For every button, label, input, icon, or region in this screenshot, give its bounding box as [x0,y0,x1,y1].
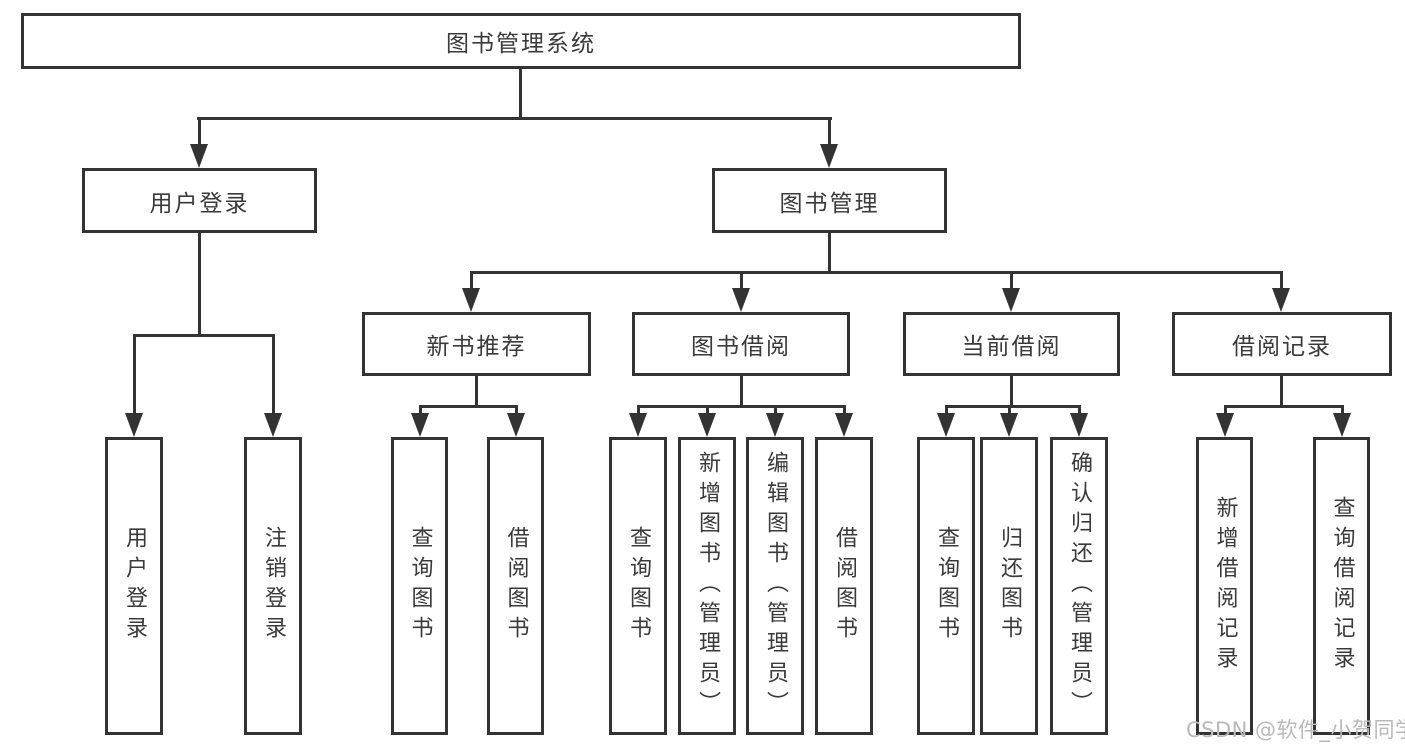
leaf-label: 归还图书 [997,526,1022,646]
node-user-login: 用户登录 [82,168,317,233]
leaf-borrow-books-borrowing: 借阅图书 [815,437,873,735]
node-new-book-recommend: 新书推荐 [362,312,591,376]
leaf-label: 查询借阅记录 [1329,496,1355,676]
node-borrowing-records: 借阅记录 [1172,312,1392,376]
connector-line [133,334,136,416]
connector-line [1010,271,1013,291]
connector-line [1280,271,1283,291]
connector-line [197,117,832,120]
leaf-label: 用户登录 [122,526,147,646]
leaf-label: 新增图书（管理员） [695,451,720,721]
connector-line [1010,375,1013,408]
connector-line [774,405,777,417]
leaf-label: 确认归还（管理员） [1067,451,1092,721]
connector-line [828,233,831,274]
node-root: 图书管理系统 [21,13,1021,69]
arrow-down-icon [835,413,853,437]
connector-line [637,405,640,417]
connector-line [419,405,517,408]
connector-line [1280,375,1283,408]
arrow-down-icon [462,288,480,312]
arrow-down-icon [264,413,282,437]
arrow-down-icon [1216,413,1234,437]
node-root-label: 图书管理系统 [446,31,596,57]
connector-line [1224,405,1343,408]
connector-line [945,405,948,417]
connector-line [1008,405,1011,417]
arrow-down-icon [629,413,647,437]
connector-line [740,271,743,291]
connector-line [519,68,522,120]
connector-line [706,405,709,417]
leaf-logout: 注销登录 [244,437,302,735]
arrow-down-icon [937,413,955,437]
leaf-add-books-admin: 新增图书（管理员） [678,437,736,735]
arrow-down-icon [1002,288,1020,312]
leaf-label: 新增借阅记录 [1212,496,1238,676]
connector-line [1224,405,1227,417]
connector-line [945,405,1080,408]
connector-line [740,375,743,408]
node-label: 图书管理 [779,190,880,217]
connector-line [470,271,473,291]
leaf-borrow-books-recommend: 借阅图书 [487,437,544,735]
connector-line [470,271,1282,274]
leaf-query-books-current: 查询图书 [917,437,975,735]
leaf-label: 查询图书 [626,526,651,646]
connector-line [1341,405,1344,417]
connector-line [419,405,422,417]
leaf-query-books-borrowing: 查询图书 [609,437,667,735]
leaf-return-books: 归还图书 [980,437,1038,735]
leaf-user-login: 用户登录 [105,437,163,735]
connector-line [515,405,518,417]
node-label: 当前借阅 [961,334,1062,360]
connector-line [1078,405,1081,417]
connector-line [843,405,846,417]
arrow-down-icon [1333,413,1351,437]
connector-line [198,117,201,147]
arrow-down-icon [1070,413,1088,437]
node-current-borrowing: 当前借阅 [903,312,1120,376]
arrow-down-icon [411,413,429,437]
node-label: 借阅记录 [1232,334,1332,360]
arrow-down-icon [732,288,750,312]
arrow-down-icon [820,144,838,168]
arrow-down-icon [190,144,208,168]
node-book-management: 图书管理 [712,168,947,233]
leaf-label: 借阅图书 [832,526,857,646]
leaf-label: 查询图书 [407,526,433,646]
node-label: 新书推荐 [426,334,527,360]
leaf-label: 借阅图书 [503,526,529,646]
connector-line [272,334,275,416]
arrow-down-icon [125,413,143,437]
csdn-watermark: CSDN @软件_小贺同学 [1186,718,1405,742]
leaf-query-books-recommend: 查询图书 [391,437,448,735]
arrow-down-icon [507,413,525,437]
leaf-add-borrow-record: 新增借阅记录 [1196,437,1253,735]
leaf-edit-books-admin: 编辑图书（管理员） [746,437,804,735]
node-book-borrowing: 图书借阅 [632,312,850,376]
leaf-confirm-return-admin: 确认归还（管理员） [1050,437,1108,735]
connector-line [475,375,478,408]
connector-line [198,233,201,337]
leaf-label: 编辑图书（管理员） [763,451,788,721]
leaf-query-borrow-record: 查询借阅记录 [1313,437,1370,735]
connector-line [828,117,831,147]
connector-line [133,334,274,337]
leaf-label: 查询图书 [934,526,959,646]
node-label: 图书借阅 [691,334,791,360]
arrow-down-icon [1272,288,1290,312]
arrow-down-icon [698,413,716,437]
node-label: 用户登录 [149,190,250,217]
leaf-label: 注销登录 [261,526,286,646]
arrow-down-icon [766,413,784,437]
connector-line [637,405,845,408]
arrow-down-icon [1000,413,1018,437]
